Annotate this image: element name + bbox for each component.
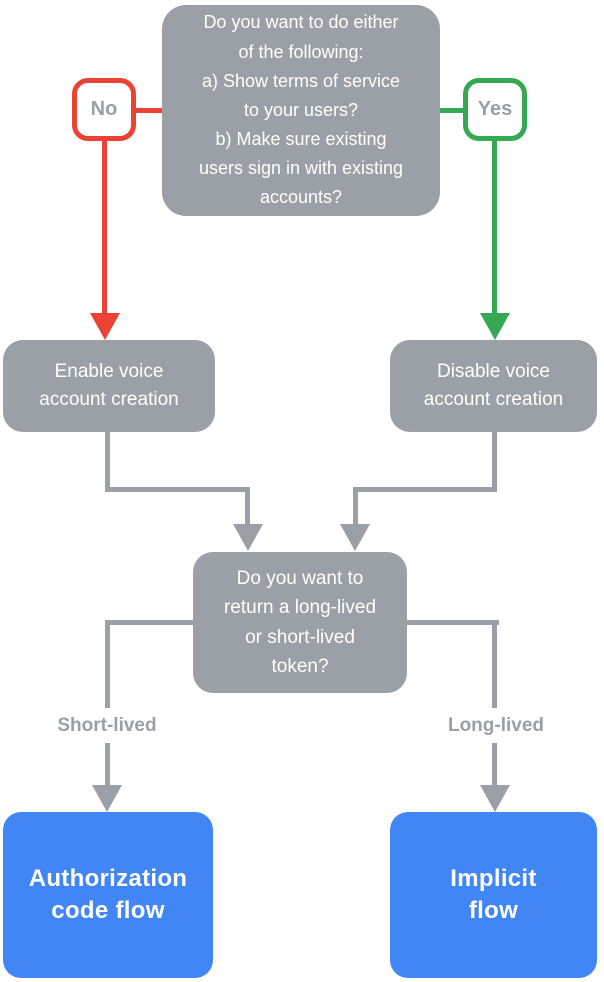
- connector-disable-horizontal: [353, 487, 497, 492]
- connector-short-vertical: [105, 620, 110, 787]
- arrow-down-long-lived-icon: [480, 785, 510, 812]
- connector-enable-down: [105, 432, 110, 492]
- connector-enable-into-token: [245, 487, 250, 525]
- connector-short-horizontal: [105, 620, 193, 625]
- long-lived-label: Long-lived: [412, 708, 580, 743]
- connector-long-vertical: [492, 620, 497, 787]
- disable-voice-account-box: Disable voice account creation: [390, 340, 597, 432]
- arrow-down-red-icon: [90, 313, 120, 340]
- token-question-box: Do you want to return a long-lived or sh…: [193, 552, 407, 693]
- yes-badge: Yes: [463, 78, 527, 141]
- top-question-box: Do you want to do either of the followin…: [162, 5, 440, 216]
- short-lived-label: Short-lived: [22, 708, 192, 743]
- authorization-code-flow-box: Authorization code flow: [3, 812, 213, 978]
- connector-yes-vertical: [492, 141, 497, 315]
- implicit-flow-box: Implicit flow: [390, 812, 597, 978]
- connector-enable-horizontal: [105, 487, 250, 492]
- connector-no-vertical: [102, 141, 107, 315]
- connector-yes-horizontal: [440, 108, 463, 113]
- connector-disable-into-token: [353, 487, 358, 525]
- arrow-down-short-lived-icon: [92, 785, 122, 812]
- arrow-down-gray-right-icon: [340, 524, 370, 551]
- enable-voice-account-box: Enable voice account creation: [3, 340, 215, 432]
- arrow-down-green-icon: [480, 313, 510, 340]
- arrow-down-gray-left-icon: [233, 524, 263, 551]
- connector-disable-down: [492, 432, 497, 492]
- connector-long-horizontal: [407, 620, 499, 625]
- connector-no-horizontal: [136, 108, 162, 113]
- no-badge: No: [72, 78, 136, 141]
